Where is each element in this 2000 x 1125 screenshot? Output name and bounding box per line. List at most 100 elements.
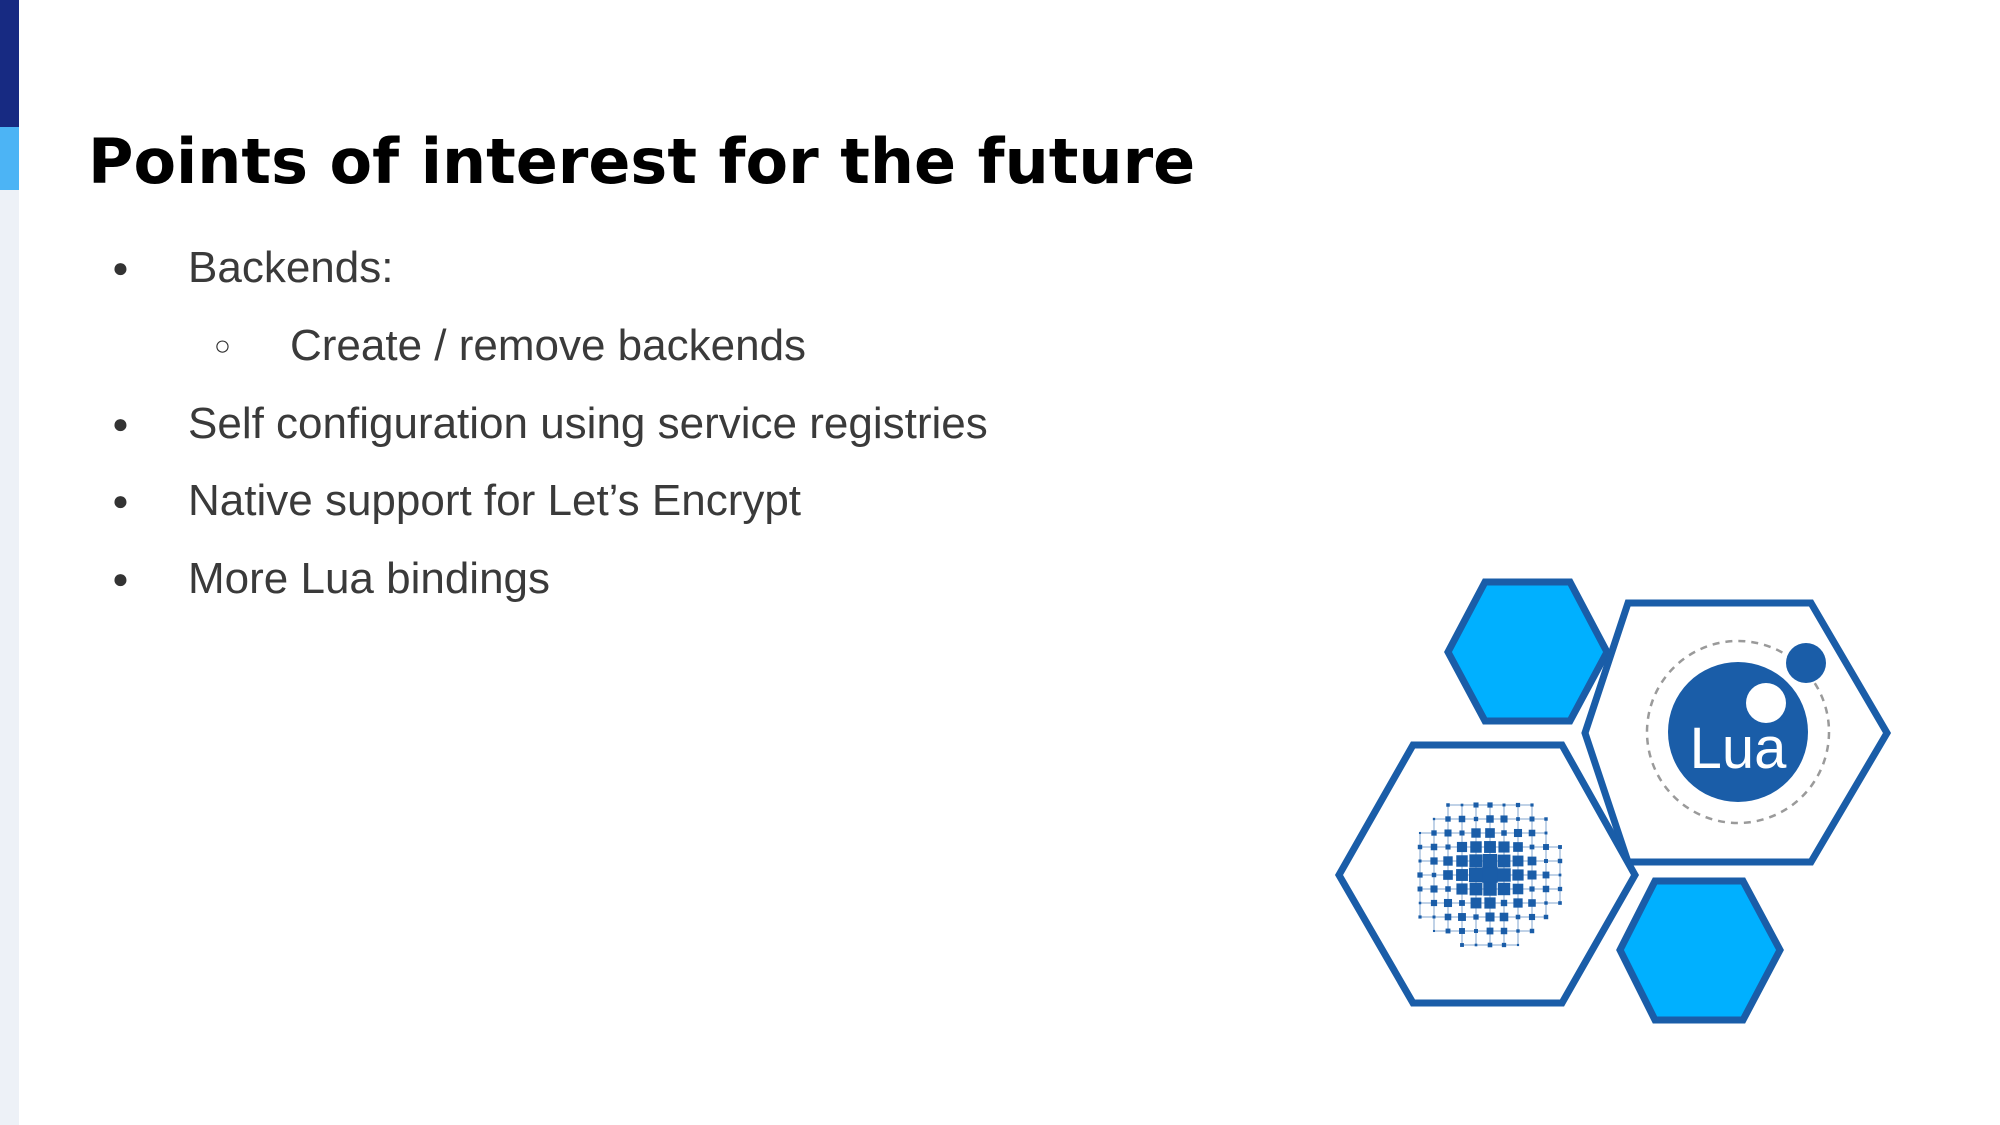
globe-node (1444, 913, 1452, 921)
globe-node (1473, 914, 1479, 920)
globe-node (1486, 815, 1494, 823)
globe-node (1456, 841, 1468, 853)
globe-node (1542, 885, 1550, 893)
globe-node (1460, 943, 1464, 947)
globe-node (1484, 841, 1496, 853)
globe-node (1456, 883, 1468, 895)
globe-node (1500, 899, 1508, 907)
globe-node (1443, 870, 1453, 880)
globe-node (1500, 927, 1508, 935)
accent-bar-rest (0, 190, 19, 1125)
globe-node (1529, 928, 1535, 934)
globe-node (1474, 943, 1478, 947)
globe-node (1527, 856, 1537, 866)
globe-node (1497, 882, 1511, 896)
globe-node (1544, 859, 1548, 863)
globe-node (1432, 929, 1436, 933)
sub-bullet-marker-icon: ○ (214, 330, 231, 361)
globe-node (1516, 817, 1520, 821)
globe-node (1468, 867, 1484, 883)
globe-node (1485, 828, 1495, 838)
globe-node (1501, 942, 1507, 948)
globe-node (1443, 856, 1453, 866)
globe-node (1487, 802, 1493, 808)
globe-node (1512, 869, 1524, 881)
globe-node (1515, 802, 1521, 808)
globe-node (1500, 815, 1508, 823)
globe-node (1558, 845, 1562, 849)
globe-node (1418, 859, 1422, 863)
bullet-marker-icon: ● (112, 563, 129, 594)
globe-node (1544, 831, 1548, 835)
globe-node (1557, 858, 1563, 864)
globe-node (1431, 830, 1437, 836)
globe-node (1445, 816, 1451, 822)
globe-node (1417, 886, 1423, 892)
globe-node (1445, 886, 1451, 892)
globe-node (1469, 882, 1483, 896)
bullet-text: Backends: (188, 243, 394, 292)
small-hexagon-bottom (1616, 877, 1784, 1024)
globe-node (1513, 828, 1523, 838)
globe-node (1502, 803, 1506, 807)
globe-node (1430, 885, 1438, 893)
globe-node (1487, 942, 1493, 948)
globe-node (1528, 899, 1536, 907)
globe-node (1474, 929, 1478, 933)
globe-node (1431, 872, 1437, 878)
globe-node (1542, 871, 1550, 879)
bullet-marker-icon: ● (112, 252, 129, 283)
globe-node (1473, 802, 1479, 808)
globe-node (1430, 899, 1438, 907)
globe-node (1515, 914, 1521, 920)
globe-node (1458, 913, 1466, 921)
accent-bar-light (0, 127, 19, 190)
globe-node (1558, 901, 1562, 905)
globe-node (1482, 867, 1498, 883)
globe-node (1501, 830, 1507, 836)
globe-node (1418, 831, 1422, 835)
globe-node (1445, 928, 1451, 934)
globe-node (1459, 830, 1465, 836)
globe-node (1430, 857, 1438, 865)
globe-node (1516, 929, 1520, 933)
globe-node (1527, 870, 1537, 880)
globe-node (1516, 943, 1520, 947)
lua-logo-icon: Lua (1645, 639, 1831, 825)
globe-node (1499, 912, 1509, 922)
slide-title: Points of interest for the future (88, 125, 1196, 198)
globe-node (1483, 882, 1497, 896)
globe-node (1417, 872, 1423, 878)
globe-node (1557, 886, 1563, 892)
lua-logo-text: Lua (1690, 716, 1788, 781)
globe-node (1529, 886, 1535, 892)
globe-node (1528, 913, 1536, 921)
globe-node (1418, 901, 1422, 905)
globe-node (1443, 898, 1453, 908)
bullet-marker-icon: ● (112, 408, 129, 439)
globe-node (1446, 803, 1450, 807)
globe-node (1458, 815, 1466, 823)
globe-node (1543, 844, 1549, 850)
globe-node (1485, 912, 1495, 922)
globe-node (1432, 817, 1436, 821)
globe-node (1528, 829, 1536, 837)
globe-node (1529, 816, 1535, 822)
globe-node (1417, 844, 1423, 850)
globe-node (1469, 854, 1483, 868)
network-globe-icon (1417, 802, 1563, 948)
globe-node (1459, 900, 1465, 906)
globe-node (1544, 901, 1548, 905)
globe-node (1544, 817, 1548, 821)
accent-bar-dark (0, 0, 19, 127)
globe-node (1473, 816, 1479, 822)
globe-node (1460, 803, 1464, 807)
globe-node (1497, 854, 1511, 868)
globe-node (1529, 844, 1535, 850)
globe-node (1543, 914, 1549, 920)
globe-node (1418, 915, 1422, 919)
globe-node (1484, 897, 1496, 909)
globe-node (1558, 873, 1562, 877)
globe-node (1459, 928, 1465, 934)
